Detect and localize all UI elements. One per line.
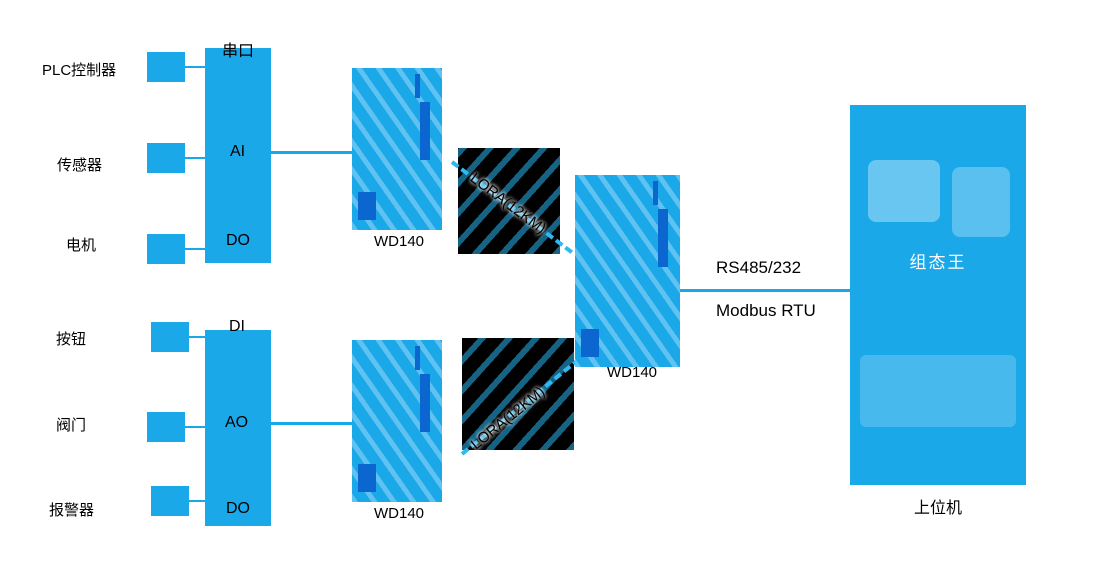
terminal-block: [358, 464, 376, 492]
terminal-block: [358, 192, 376, 220]
device-display: [420, 374, 430, 432]
antenna-icon: [415, 346, 420, 370]
input-label-motor: 电机: [66, 237, 97, 254]
screen-panel: [868, 160, 940, 222]
input-label-plc: PLC控制器: [42, 62, 117, 79]
wire-ai-to-wd140-1: [271, 151, 352, 154]
screen-panel: [952, 167, 1010, 237]
antenna-icon: [653, 181, 658, 205]
connector-plc: [185, 66, 205, 68]
io-box-bottom-ao-label: AO: [225, 414, 249, 431]
screen-panel: [860, 355, 1016, 427]
wire-ao-to-wd140-2: [271, 422, 352, 425]
input-label-alarm: 报警器: [49, 502, 95, 519]
input-node-alarm: [151, 486, 189, 516]
io-box-top: [205, 48, 271, 263]
connector-alarm: [189, 500, 205, 502]
wd140-device-3: [575, 175, 680, 367]
wd140-device-2: [352, 340, 442, 502]
input-label-sensor: 传感器: [57, 157, 103, 174]
bus-label-rs485: RS485/232: [716, 258, 802, 277]
input-node-valve: [147, 412, 185, 442]
input-node-sensor: [147, 143, 185, 173]
wd140-label-1: WD140: [374, 233, 425, 250]
bus-label-modbus: Modbus RTU: [716, 301, 816, 320]
io-box-bottom: [205, 330, 271, 526]
wire-rs485-bus: [680, 289, 852, 292]
io-box-top-do-label: DO: [226, 232, 250, 249]
connector-button: [189, 336, 205, 338]
wd140-label-3: WD140: [607, 364, 658, 381]
scada-software-title: 组态王: [909, 253, 967, 272]
input-node-motor: [147, 234, 185, 264]
wd140-label-2: WD140: [374, 505, 425, 522]
antenna-icon: [415, 74, 420, 98]
antenna-texture: [462, 338, 574, 450]
input-node-plc: [147, 52, 185, 82]
lora-antenna-box-2: [462, 338, 574, 450]
host-caption: 上位机: [913, 500, 962, 517]
device-display: [420, 102, 430, 160]
lora-antenna-box-1: [458, 148, 560, 254]
io-box-bottom-do-label: DO: [226, 500, 250, 517]
io-box-top-ai-label: AI: [230, 143, 246, 160]
terminal-block: [581, 329, 599, 357]
connector-valve: [185, 426, 205, 428]
antenna-texture: [458, 148, 560, 254]
input-label-button: 按钮: [56, 331, 87, 348]
io-box-bottom-di-label: DI: [229, 318, 245, 335]
connector-sensor: [185, 157, 205, 159]
host-monitor: 组态王: [850, 105, 1026, 485]
device-display: [658, 209, 668, 267]
wd140-device-1: [352, 68, 442, 230]
input-label-valve: 阀门: [56, 417, 87, 434]
io-box-top-port-label: 串口: [222, 43, 255, 60]
input-node-button: [151, 322, 189, 352]
connector-motor: [185, 248, 205, 250]
